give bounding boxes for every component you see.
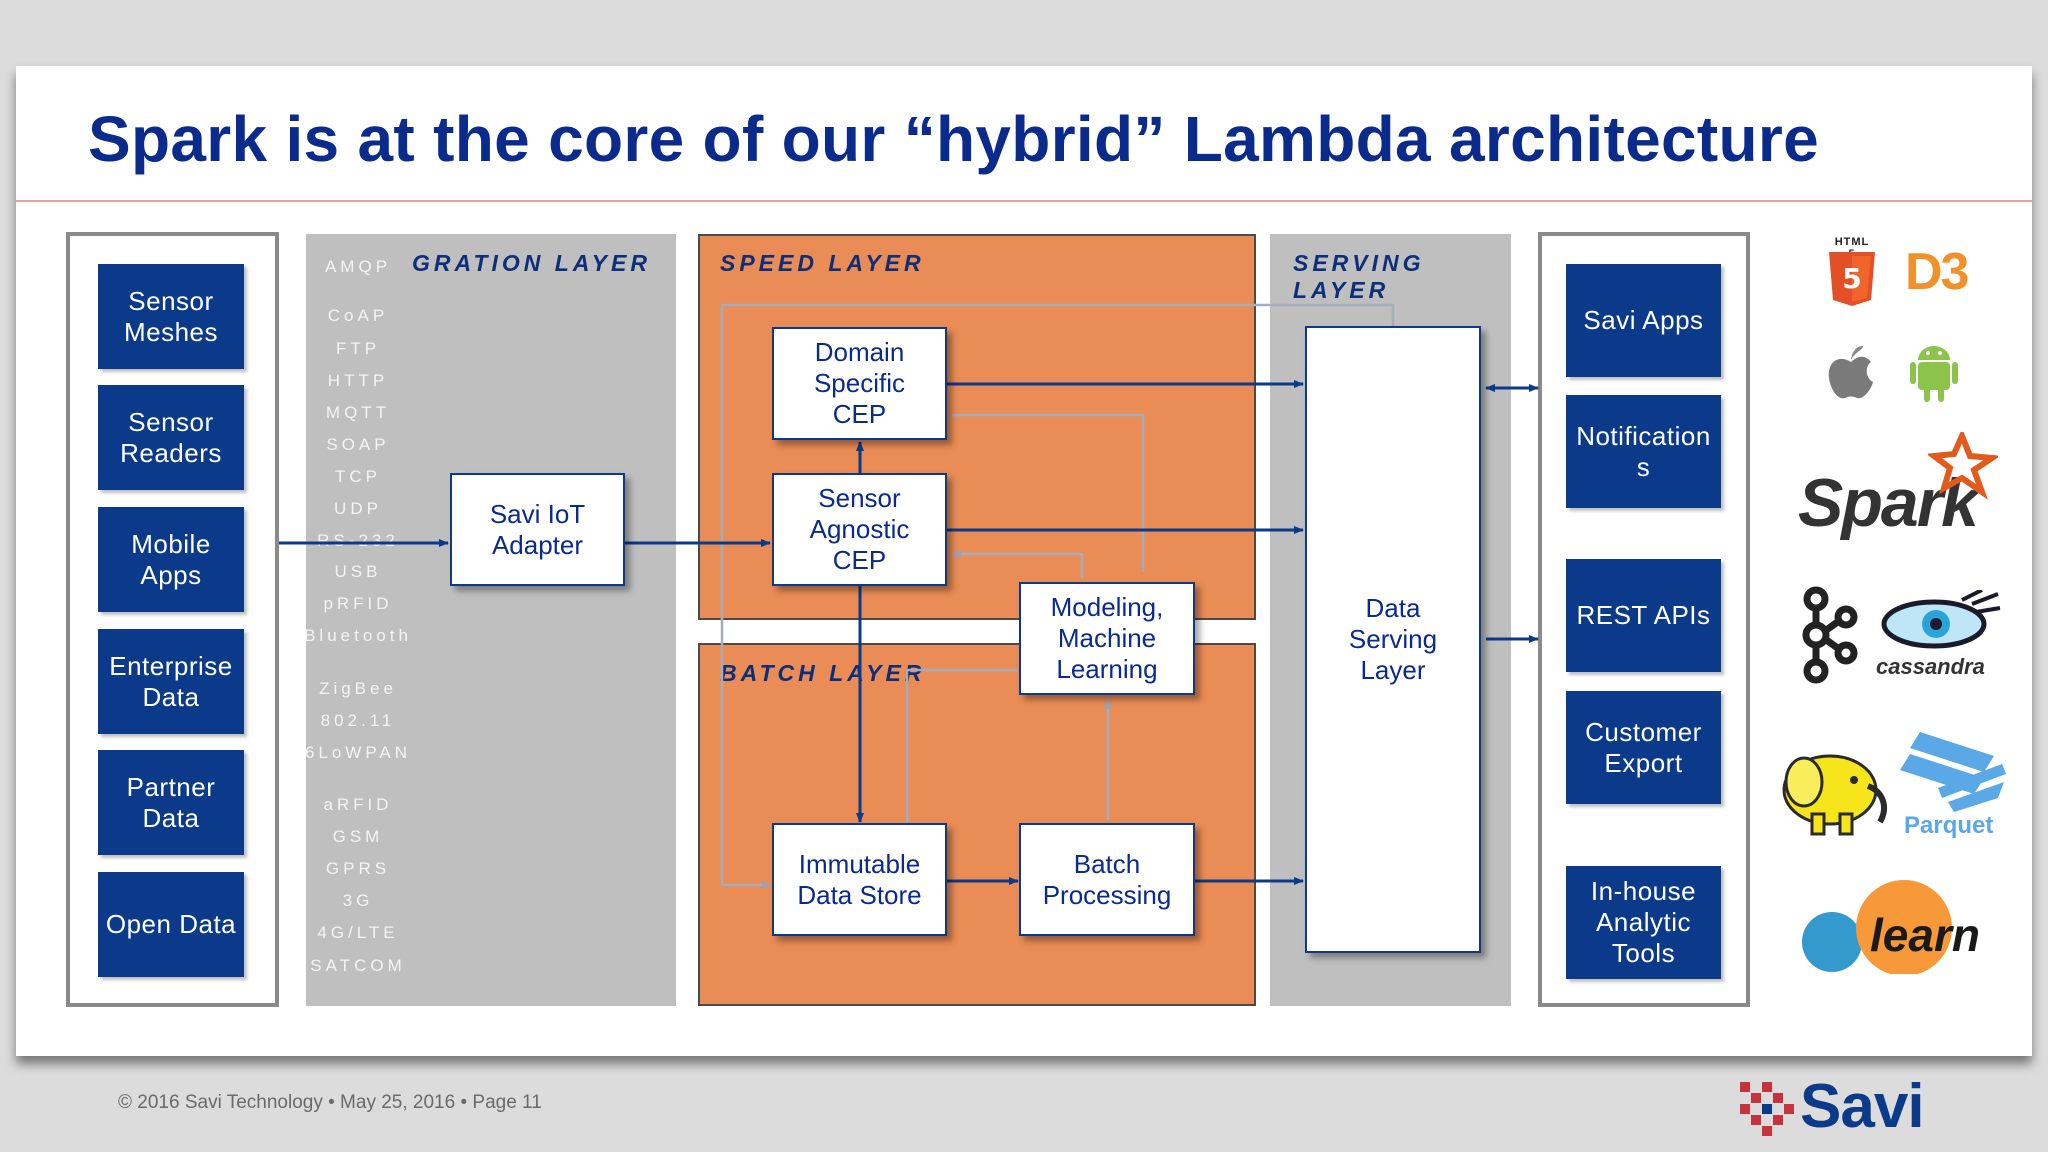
cassandra-logo-label: cassandra — [1876, 654, 1985, 679]
apple-icon — [1825, 342, 1877, 407]
protocol-item: ZigBee — [319, 679, 397, 698]
protocol-item: CoAP — [327, 306, 389, 325]
protocol-item: MQTT — [325, 403, 391, 422]
android-icon — [1908, 340, 1960, 409]
source-mobile-apps: Mobile Apps — [98, 507, 244, 612]
protocol-item: 6LoWPAN — [304, 743, 412, 762]
output-rest-apis: REST APIs — [1566, 559, 1721, 672]
integration-layer-label: GRATION LAYER — [412, 250, 651, 276]
protocol-item: GPRS — [325, 859, 391, 878]
protocol-item: TCP — [335, 467, 381, 486]
protocol-item: AMQP — [324, 257, 392, 276]
savi-brand-logo: Savi — [1800, 1072, 1925, 1141]
kafka-icon — [1798, 585, 1860, 690]
protocol-item: SOAP — [326, 435, 390, 454]
d3-logo: D3 — [1905, 243, 1970, 301]
protocol-item: pRFID — [323, 594, 393, 613]
node-sensor-agnostic-cep: Sensor Agnostic CEP — [772, 473, 947, 586]
protocol-item: UDP — [334, 499, 382, 518]
footer-text: © 2016 Savi Technology • May 25, 2016 • … — [118, 1092, 542, 1113]
html5-logo: HTML 5 5 — [1822, 236, 1882, 312]
output-customer-export: Customer Export — [1566, 691, 1721, 804]
protocol-item: 802.11 — [320, 711, 396, 730]
parquet-logo: Parquet — [1898, 728, 2008, 844]
node-batch-processing: Batch Processing — [1019, 823, 1195, 936]
feedback-line-batch-model — [905, 668, 1017, 885]
feedback-line-domain — [952, 413, 1145, 572]
node-data-serving-layer: Data Serving Layer — [1305, 326, 1481, 953]
node-immutable-data-store: Immutable Data Store — [772, 823, 947, 936]
savi-logo-mark — [1740, 1082, 1796, 1143]
protocol-item: RS-232 — [317, 531, 399, 550]
protocol-item: HTTP — [327, 371, 389, 390]
protocol-item: 4G/LTE — [317, 923, 399, 942]
source-enterprise-data: Enterprise Data — [98, 629, 244, 734]
svg-text:5: 5 — [1842, 262, 1861, 295]
protocol-item: 3G — [342, 891, 374, 910]
protocol-item: aRFID — [323, 795, 393, 814]
hadoop-elephant-icon — [1768, 742, 1898, 843]
sklearn-logo: learn — [1798, 874, 1980, 976]
spark-logo: Spark — [1798, 432, 1998, 542]
batch-layer-label: BATCH LAYER — [720, 660, 926, 686]
output-notifications: Notifications — [1566, 395, 1721, 508]
protocol-item: USB — [334, 562, 382, 581]
protocol-item: GSM — [332, 827, 384, 846]
cassandra-logo: cassandra — [1872, 588, 2002, 685]
protocol-item: Bluetooth — [304, 626, 412, 645]
integration-layer — [306, 234, 676, 1006]
title-divider — [16, 200, 2032, 202]
source-sensor-readers: Sensor Readers — [98, 385, 244, 490]
source-partner-data: Partner Data — [98, 750, 244, 855]
output-inhouse-analytic-tools: In-house Analytic Tools — [1566, 866, 1721, 979]
serving-layer-label: SERVING LAYER — [1293, 250, 1425, 303]
node-savi-iot-adapter: Savi IoT Adapter — [450, 473, 625, 586]
source-open-data: Open Data — [98, 872, 244, 977]
feedback-line-top — [720, 303, 1395, 889]
protocol-item: FTP — [335, 339, 381, 358]
output-savi-apps: Savi Apps — [1566, 264, 1721, 377]
source-sensor-meshes: Sensor Meshes — [98, 264, 244, 369]
d3-logo-label: D3 — [1905, 243, 1970, 301]
page-title: Spark is at the core of our “hybrid” Lam… — [88, 103, 1819, 175]
parquet-logo-label: Parquet — [1904, 812, 1994, 839]
node-modeling-machine-learning: Modeling, Machine Learning — [1019, 582, 1195, 695]
feedback-line-modeling — [951, 550, 1084, 578]
speed-layer-label: SPEED LAYER — [720, 250, 925, 276]
node-domain-specific-cep: Domain Specific CEP — [772, 327, 947, 440]
sklearn-logo-label: learn — [1870, 909, 1980, 961]
protocol-item: SATCOM — [310, 956, 406, 975]
